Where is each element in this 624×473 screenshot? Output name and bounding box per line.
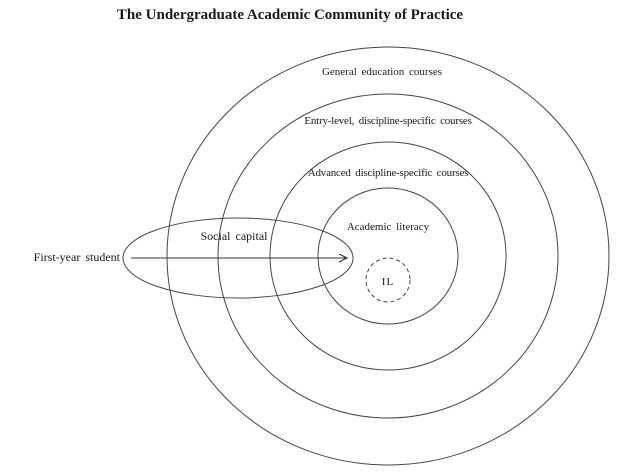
label-academic-literacy: Academic literacy: [347, 221, 430, 233]
ring-entry-level-courses: [217, 93, 559, 419]
label-social-capital: Social capital: [201, 229, 269, 243]
label-first-year-student: First-year student: [34, 250, 121, 264]
label-advanced-courses: Advanced discipline-specific courses: [308, 167, 469, 179]
ring-general-education-courses: [166, 46, 610, 466]
ring-il-core-dashed: [365, 257, 411, 303]
figure-title: The Undergraduate Academic Community of …: [116, 7, 464, 23]
social-capital-ellipse: [122, 217, 354, 299]
label-il-core: IL: [382, 276, 394, 288]
ring-advanced-courses: [269, 141, 507, 371]
ring-academic-literacy: [317, 187, 459, 325]
label-entry-level-courses: Entry-level, discipline-specific courses: [304, 115, 471, 127]
label-general-education-courses: General education courses: [322, 66, 442, 78]
